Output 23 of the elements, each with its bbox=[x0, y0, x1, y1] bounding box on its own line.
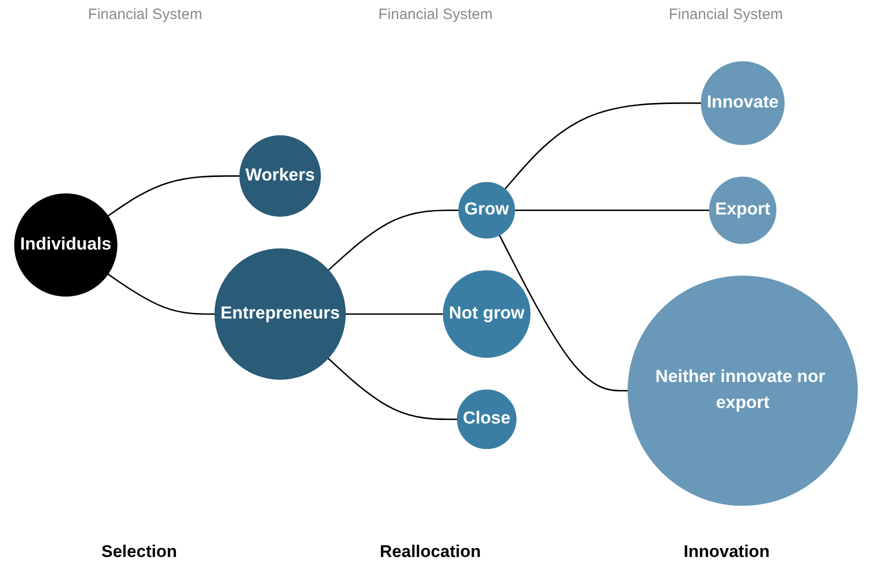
node-circle: Neither innovate nor export bbox=[627, 275, 858, 506]
connector bbox=[344, 312, 443, 314]
connector bbox=[327, 209, 458, 270]
node-circle: Individuals bbox=[14, 192, 117, 296]
connector bbox=[504, 102, 701, 190]
column-heading: Financial System bbox=[88, 6, 202, 22]
connector bbox=[106, 272, 214, 314]
connector bbox=[327, 357, 457, 420]
node-circle: Grow bbox=[458, 182, 514, 238]
stage-label: Selection bbox=[101, 542, 177, 562]
connector bbox=[514, 209, 710, 210]
node-circle: Not grow bbox=[442, 270, 530, 358]
connector bbox=[498, 234, 628, 391]
node-circle: Close bbox=[456, 389, 516, 449]
node-circle: Entrepreneurs bbox=[214, 248, 346, 380]
stage-label: Innovation bbox=[684, 542, 770, 562]
node-circle: Innovate bbox=[700, 60, 784, 145]
column-heading: Financial System bbox=[668, 6, 783, 22]
column-heading: Financial System bbox=[378, 6, 493, 22]
connector bbox=[106, 174, 240, 216]
stage-label: Reallocation bbox=[380, 542, 481, 562]
node-circle: Export bbox=[708, 176, 776, 244]
node-circle: Workers bbox=[238, 134, 320, 216]
